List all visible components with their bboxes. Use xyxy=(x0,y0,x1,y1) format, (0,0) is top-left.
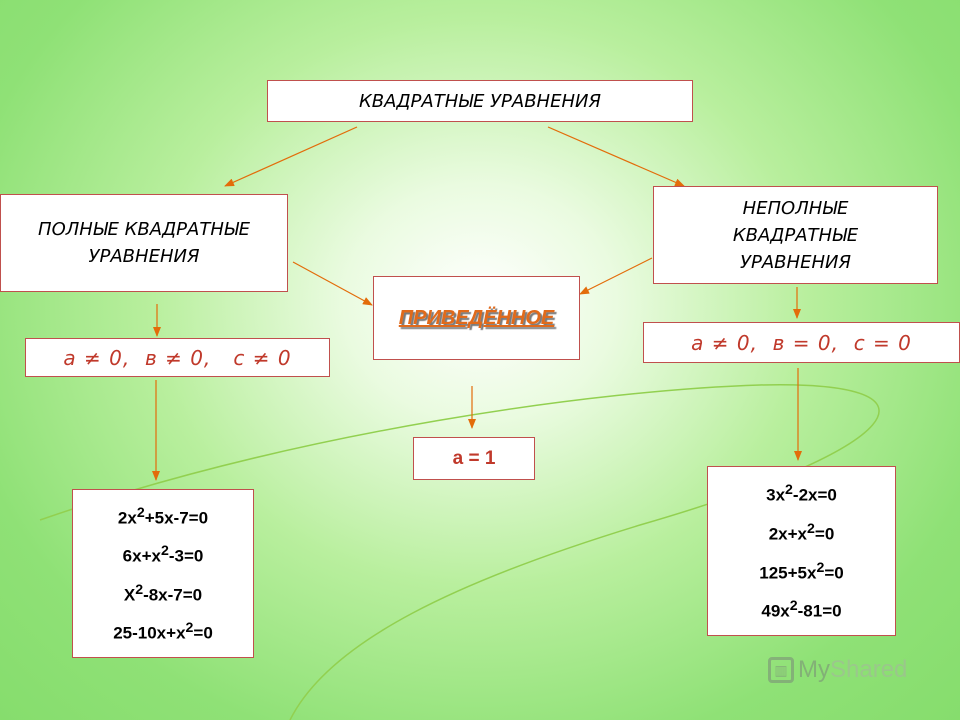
equation: 6х+х2-3=0 xyxy=(122,543,204,567)
title-box: КВАДРАТНЫЕ УРАВНЕНИЯ xyxy=(267,80,693,122)
equation: 3х2-2х=0 xyxy=(766,482,837,505)
full-equations-box: ПОЛНЫЕ КВАДРАТНЫЕ УРАВНЕНИЯ xyxy=(0,194,288,292)
arrow-title-to-full xyxy=(224,126,358,187)
arrow-incomplete-to-reduced xyxy=(579,257,653,295)
equation: 49х2-81=0 xyxy=(761,598,842,621)
equation: 2х2+5х-7=0 xyxy=(117,504,209,528)
equation: Х2-8х-7=0 xyxy=(123,581,203,605)
full-condition-box: а ≠ 0, в ≠ 0, с ≠ 0 xyxy=(25,338,330,377)
equation: 2х+х2=0 xyxy=(768,520,835,544)
incomplete-condition-box: а ≠ 0, в = 0, с = 0 xyxy=(643,322,960,363)
watermark-brand-a: My xyxy=(798,656,830,683)
incomplete-equations-box: НЕПОЛНЫЕ КВАДРАТНЫЕ УРАВНЕНИЯ xyxy=(653,186,938,284)
reduced-condition-box: а = 1 xyxy=(413,437,535,480)
equation: 125+5х2=0 xyxy=(759,559,844,583)
reduced-equation-box: ПРИВЕДЁННОЕ xyxy=(373,276,580,360)
arrow-title-to-incomplete xyxy=(547,126,685,187)
decorative-curve xyxy=(39,384,880,720)
equation: 25-10х+х2=0 xyxy=(113,620,213,644)
presentation-icon: ▥ xyxy=(768,657,794,683)
watermark-brand-b: Shared xyxy=(830,656,908,683)
incomplete-examples-box: 3х2-2х=0 2х+х2=0 125+5х2=0 49х2-81=0 xyxy=(707,466,896,636)
arrow-full-to-reduced xyxy=(292,261,373,306)
full-examples-box: 2х2+5х-7=0 6х+х2-3=0 Х2-8х-7=0 25-10х+х2… xyxy=(72,489,254,658)
